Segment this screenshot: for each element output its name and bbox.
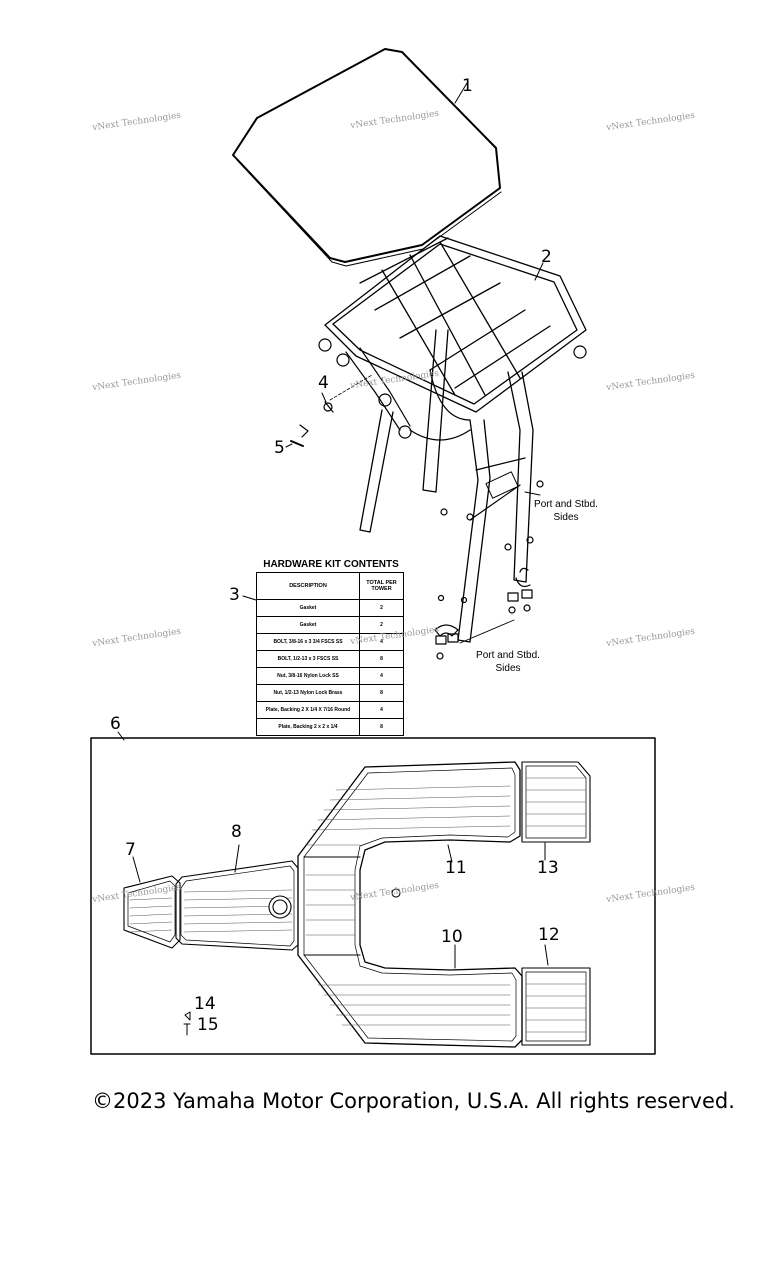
row-qty: 4 bbox=[359, 701, 404, 719]
hardware-kit-table: HARDWARE KIT CONTENTS DESCRIPTION TOTAL … bbox=[256, 559, 406, 736]
deck-mats bbox=[123, 761, 591, 1048]
row-description: Plate, Backing 2 x 2 x 1/4 bbox=[256, 718, 360, 736]
side-note-lower: Port and Stbd. Sides bbox=[476, 650, 540, 674]
header-description: DESCRIPTION bbox=[256, 572, 360, 600]
callout-12: 12 bbox=[538, 925, 560, 945]
row-description: Gasket bbox=[256, 599, 360, 617]
copyright-footer: ©2023 Yamaha Motor Corporation, U.S.A. A… bbox=[92, 1089, 735, 1113]
callout-3: 3 bbox=[229, 585, 240, 605]
callout-4: 4 bbox=[318, 373, 329, 393]
row-description: BOLT, 1/2-13 x 3 FSCS SS bbox=[256, 650, 360, 668]
callout-8: 8 bbox=[231, 822, 242, 842]
callout-10: 10 bbox=[441, 927, 463, 947]
side-note-upper: Port and Stbd. Sides bbox=[534, 499, 598, 523]
callout-2: 2 bbox=[541, 247, 552, 267]
wake-tower-frame bbox=[318, 235, 587, 643]
bimini-top-panel bbox=[232, 48, 502, 267]
callout-14: 14 bbox=[194, 994, 216, 1014]
row-description: Nut, 3/8-16 Nylon Lock SS bbox=[256, 667, 360, 685]
callout-1: 1 bbox=[462, 76, 473, 96]
header-total: TOTAL PER TOWER bbox=[359, 572, 404, 600]
row-description: Plate, Backing 2 X 1/4 X 7/16 Round bbox=[256, 701, 360, 719]
callout-15: 15 bbox=[197, 1015, 219, 1035]
row-qty: 8 bbox=[359, 718, 404, 736]
table-header-row: DESCRIPTION TOTAL PER TOWER bbox=[256, 572, 404, 600]
callout-6: 6 bbox=[110, 714, 121, 734]
hardware-items bbox=[290, 374, 544, 660]
callout-7: 7 bbox=[125, 840, 136, 860]
row-qty: 8 bbox=[359, 684, 404, 702]
row-description: Nut, 1/2-13 Nylon Lock Brass bbox=[256, 684, 360, 702]
row-description: BOLT, 3/8-16 x 3 3/4 FSCS SS bbox=[256, 633, 360, 651]
callout-5: 5 bbox=[274, 438, 285, 458]
row-description: Gasket bbox=[256, 616, 360, 634]
row-qty: 8 bbox=[359, 650, 404, 668]
row-qty: 2 bbox=[359, 599, 404, 617]
hardware-kit-title: HARDWARE KIT CONTENTS bbox=[263, 559, 399, 570]
row-qty: 4 bbox=[359, 667, 404, 685]
callout-13: 13 bbox=[537, 858, 559, 878]
callout-11: 11 bbox=[445, 858, 467, 878]
deck-mat-box bbox=[90, 737, 656, 1055]
